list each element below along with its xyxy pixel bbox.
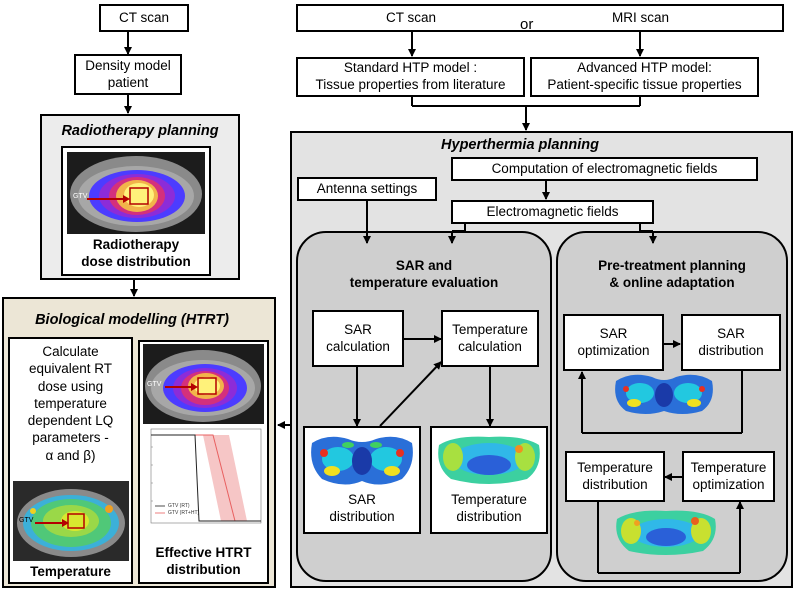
sar-temperature-evaluation-title: SAR and temperature evaluation [349,258,499,290]
legend-gtv-rt: GTV (RT) [168,503,190,509]
biological-modelling-title: Biological modelling (HTRT) [35,312,229,328]
temperature-optimization-image [613,507,719,559]
sar-distribution-label: SAR distribution [329,492,395,525]
temperature-distribution-image [435,431,543,489]
pretreatment-planning-title: Pre-treatment planning & online adaptati… [598,258,746,290]
temperature-caption: Temperature [30,564,111,579]
ct-mri-scan-box: CT scan or MRI scan [296,4,784,33]
temperature-bio-image: GTV [13,481,129,561]
temperature-calculation-label: Temperature calculation [452,321,528,354]
temperature-optimization-label: Temperature optimization [690,459,767,492]
electromagnetic-fields-box: Electromagnetic fields [451,200,654,224]
computation-em-fields-label: Computation of electromagnetic fields [491,160,718,176]
temperature-distribution-label: Temperature distribution [451,492,527,525]
antenna-settings-label: Antenna settings [316,180,418,196]
gtv-label-rt: GTV [73,193,88,200]
temperature-distribution-right-label: Temperature distribution [577,459,653,492]
advanced-htp-model-label: Advanced HTP model: Patient-specific tis… [547,60,742,92]
radiotherapy-dose-caption: Radiotherapy dose distribution [81,237,191,270]
legend-gtv-rt-ht: GTV (RT+HT) [168,510,200,516]
sar-optimization-label: SAR optimization [577,325,650,358]
calculate-equivalent-dose-text: Calculate equivalent RT dose using tempe… [27,344,114,463]
temperature-distribution-box-right: Temperature distribution [565,451,665,502]
electromagnetic-fields-label: Electromagnetic fields [486,203,619,219]
temperature-optimization-box: Temperature optimization [682,451,775,502]
ct-scan-box-left: CT scan [99,4,189,32]
sar-distribution-box-right: SAR distribution [681,314,781,371]
sar-distribution-image [308,431,416,489]
computation-em-fields-box: Computation of electromagnetic fields [451,157,758,181]
ct-scan-label: CT scan [118,9,170,25]
gtv-label-htrt: GTV [147,381,162,388]
advanced-htp-model-box: Advanced HTP model: Patient-specific tis… [530,57,759,97]
standard-htp-model-box: Standard HTP model : Tissue properties f… [296,57,525,97]
gtv-label-temperature: GTV [19,517,34,524]
mri-scan-label: MRI scan [612,10,670,25]
standard-htp-model-label: Standard HTP model : Tissue properties f… [315,60,506,92]
or-label: or [520,16,534,33]
effective-htrt-caption: Effective HTRT distribution [155,545,252,578]
sar-calculation-box: SAR calculation [312,310,404,367]
antenna-settings-box: Antenna settings [297,177,437,201]
density-model-label: Density model patient [85,57,171,90]
hyperthermia-planning-title: Hyperthermia planning [441,137,599,153]
dvh-plot-image: GTV (RT) GTV (RT+HT) [143,427,264,529]
sar-calculation-label: SAR calculation [326,321,390,354]
ct-scan-label-top: CT scan [386,10,437,25]
sar-optimization-image [612,371,716,417]
radiotherapy-planning-title: Radiotherapy planning [61,123,219,139]
sar-optimization-box: SAR optimization [563,314,664,371]
density-model-box: Density model patient [74,54,182,95]
effective-htrt-dose-image: GTV [143,344,264,424]
sar-distribution-right-label: SAR distribution [698,325,764,358]
temperature-calculation-box: Temperature calculation [441,310,539,367]
radiotherapy-dose-image: GTV [67,152,205,234]
